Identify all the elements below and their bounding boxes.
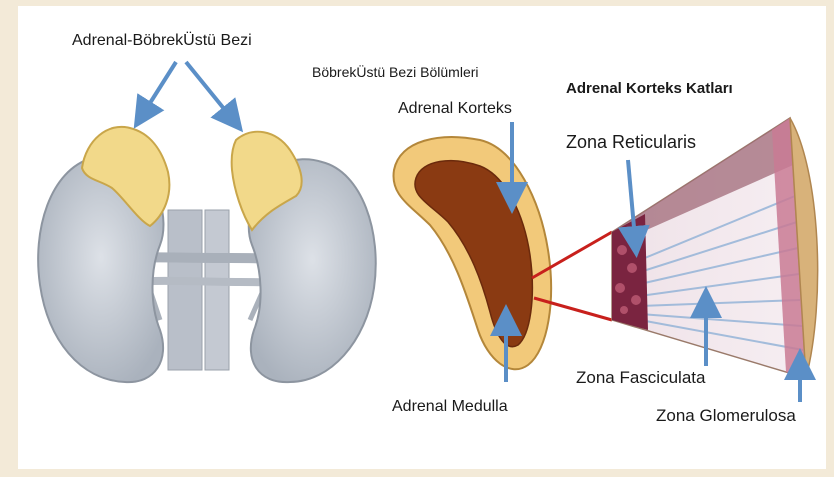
- cortex-layers-cone: [612, 118, 818, 378]
- adrenal-gland-label: Adrenal-BöbrekÜstü Bezi: [72, 32, 252, 50]
- adrenal-pointer-arrows: [138, 62, 238, 126]
- adrenal-medulla-label: Adrenal Medulla: [392, 398, 508, 416]
- gland-sections-label: BöbrekÜstü Bezi Bölümleri: [312, 64, 479, 80]
- adrenal-cortex-label: Adrenal Korteks: [398, 100, 512, 118]
- zona-reticularis-label: Zona Reticularis: [566, 132, 696, 153]
- zona-fasciculata-label: Zona Fasciculata: [576, 368, 705, 388]
- cortex-layers-label: Adrenal Korteks Katları: [566, 80, 733, 97]
- zona-glomerulosa-label: Zona Glomerulosa: [656, 406, 796, 426]
